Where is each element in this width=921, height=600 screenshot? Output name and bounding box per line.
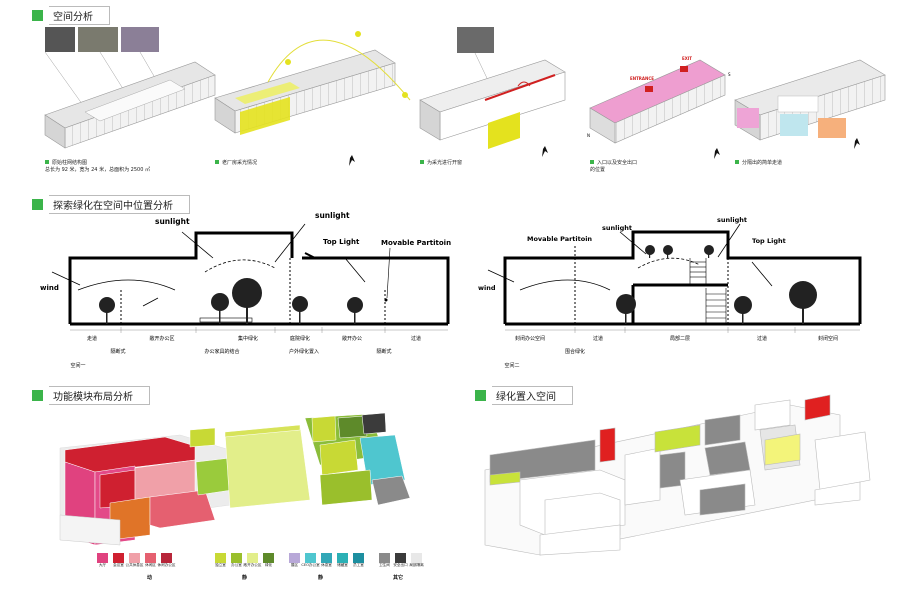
function-layout-model — [59, 412, 411, 546]
legend-group-static: 独立室 办公室 敞开办公区 绿化 — [214, 553, 275, 568]
building-structure-grid — [44, 61, 216, 149]
svg-text:S: S — [728, 72, 731, 77]
caption-structure: 原始柱网结构图总长为 92 米，宽为 24 米，总面积为 2500 ㎡ — [45, 160, 150, 173]
svg-text:隔断式: 隔断式 — [376, 348, 391, 355]
svg-text:办公家具的结合: 办公家具的结合 — [204, 348, 239, 355]
svg-text:敞开办公: 敞开办公 — [342, 335, 362, 342]
svg-text:sunlight: sunlight — [315, 211, 350, 220]
legend-group-static-2: 展区 CEO办公室 休息室 储藏室 员工室 — [288, 553, 365, 568]
svg-text:sunlight: sunlight — [717, 216, 747, 224]
svg-text:封闭办公空间: 封闭办公空间 — [515, 335, 545, 342]
section-header-space-analysis: 空间分析 — [32, 6, 110, 25]
legend-item: 办公室 — [230, 553, 243, 568]
svg-text:Top Light: Top Light — [323, 238, 360, 246]
svg-text:Movable Partitoin: Movable Partitoin — [527, 235, 592, 243]
photo-strip — [44, 27, 496, 116]
svg-text:sunlight: sunlight — [155, 217, 190, 226]
caption-lighting: 老厂房采光情况 — [215, 160, 257, 167]
svg-text:空间二: 空间二 — [504, 362, 519, 369]
greenery-insert-model — [484, 394, 871, 556]
building-entrances: ENTRANCE EXIT S N — [587, 56, 731, 144]
caption-entrances: 入口以及安全出口的位置 — [590, 160, 638, 173]
legend-swatch — [263, 553, 274, 563]
legend-swatch — [395, 553, 406, 563]
legend-item: 休闲办公区 — [158, 553, 175, 568]
section-header-greenery-insert: 绿化置入空间 — [475, 386, 573, 405]
legend-item: 休闲区 — [144, 553, 157, 568]
legend-item: 敞开办公区 — [244, 553, 261, 568]
svg-text:户外绿化置入: 户外绿化置入 — [289, 348, 319, 355]
svg-text:空间一: 空间一 — [70, 362, 85, 369]
legend-swatch — [411, 553, 422, 563]
svg-text:wind: wind — [40, 284, 59, 292]
legend-swatch — [289, 553, 300, 563]
building-lighting — [214, 31, 411, 135]
svg-text:隔断式: 隔断式 — [110, 348, 125, 355]
legend-item: 安全出口 — [393, 553, 408, 568]
caption-corridors: 分隔出的简单走道 — [735, 160, 782, 167]
legend-swatch — [97, 553, 108, 563]
legend-swatch — [215, 553, 226, 563]
legend-group-label: 动 — [147, 575, 153, 581]
svg-text:封闭空间: 封闭空间 — [818, 335, 838, 342]
legend-item: 局部隔离 — [409, 553, 424, 568]
svg-text:ENTRANCE: ENTRANCE — [630, 76, 654, 81]
north-arrow-icon — [349, 138, 860, 166]
svg-text:过道: 过道 — [411, 335, 421, 342]
green-square-icon — [32, 199, 43, 210]
legend-item: CEO办公室 — [301, 553, 320, 568]
svg-text:Top Light: Top Light — [752, 237, 786, 245]
green-square-icon — [32, 10, 43, 21]
svg-text:wind: wind — [478, 284, 496, 292]
legend-group-label: 静 — [242, 575, 248, 581]
svg-text:过道: 过道 — [593, 335, 603, 342]
legend-item: 公共休息区 — [126, 553, 143, 568]
legend-item: 卫生间 — [378, 553, 391, 568]
svg-text:走道: 走道 — [87, 335, 97, 342]
legend-group-label: 其它 — [393, 575, 404, 581]
legend-swatch — [321, 553, 332, 563]
section-header-greenery-position: 探索绿化在空间中位置分析 — [32, 195, 190, 214]
legend-item: 休息室 — [320, 553, 333, 568]
legend-group-label: 静 — [318, 575, 324, 581]
legend-swatch — [379, 553, 390, 563]
legend-item: 员工室 — [352, 553, 365, 568]
building-windows — [419, 59, 566, 149]
legend-group-dynamic: 大厅 会议室 公共休息区 休闲区 休闲办公区 — [96, 553, 175, 568]
svg-text:敞开办公区: 敞开办公区 — [149, 335, 174, 342]
legend-swatch — [231, 553, 242, 563]
green-square-icon — [475, 390, 486, 401]
legend-swatch — [161, 553, 172, 563]
svg-text:围合绿化: 围合绿化 — [565, 348, 585, 355]
section-header-function-layout: 功能模块布局分析 — [32, 386, 150, 405]
legend-swatch — [305, 553, 316, 563]
legend-item: 展区 — [288, 553, 301, 568]
legend-swatch — [337, 553, 348, 563]
legend-group-other: 卫生间 安全出口 局部隔离 — [378, 553, 424, 568]
legend-swatch — [145, 553, 156, 563]
legend-swatch — [247, 553, 258, 563]
section-one-drawing: sunlight sunlight Top Light Movable Part… — [40, 211, 451, 369]
legend-item: 储藏室 — [336, 553, 349, 568]
svg-text:Movable Partitoin: Movable Partitoin — [381, 239, 451, 247]
green-square-icon — [32, 390, 43, 401]
svg-text:集中绿化: 集中绿化 — [238, 335, 258, 342]
svg-text:局部二层: 局部二层 — [670, 335, 690, 342]
legend-item: 绿化 — [262, 553, 275, 568]
building-corridors — [734, 59, 886, 141]
legend-swatch — [353, 553, 364, 563]
legend-swatch — [113, 553, 124, 563]
svg-text:EXIT: EXIT — [682, 56, 692, 61]
svg-text:N: N — [587, 133, 590, 138]
svg-text:庭院绿化: 庭院绿化 — [290, 335, 310, 342]
legend-item: 会议室 — [112, 553, 125, 568]
legend-item: 大厅 — [96, 553, 109, 568]
legend-swatch — [129, 553, 140, 563]
svg-text:过道: 过道 — [757, 335, 767, 342]
caption-windows: 为采光进行开窗 — [420, 160, 462, 167]
svg-text:sunlight: sunlight — [602, 224, 632, 232]
section-two-drawing: Movable Partitoin sunlight sunlight Top … — [478, 216, 862, 369]
legend-item: 独立室 — [214, 553, 227, 568]
